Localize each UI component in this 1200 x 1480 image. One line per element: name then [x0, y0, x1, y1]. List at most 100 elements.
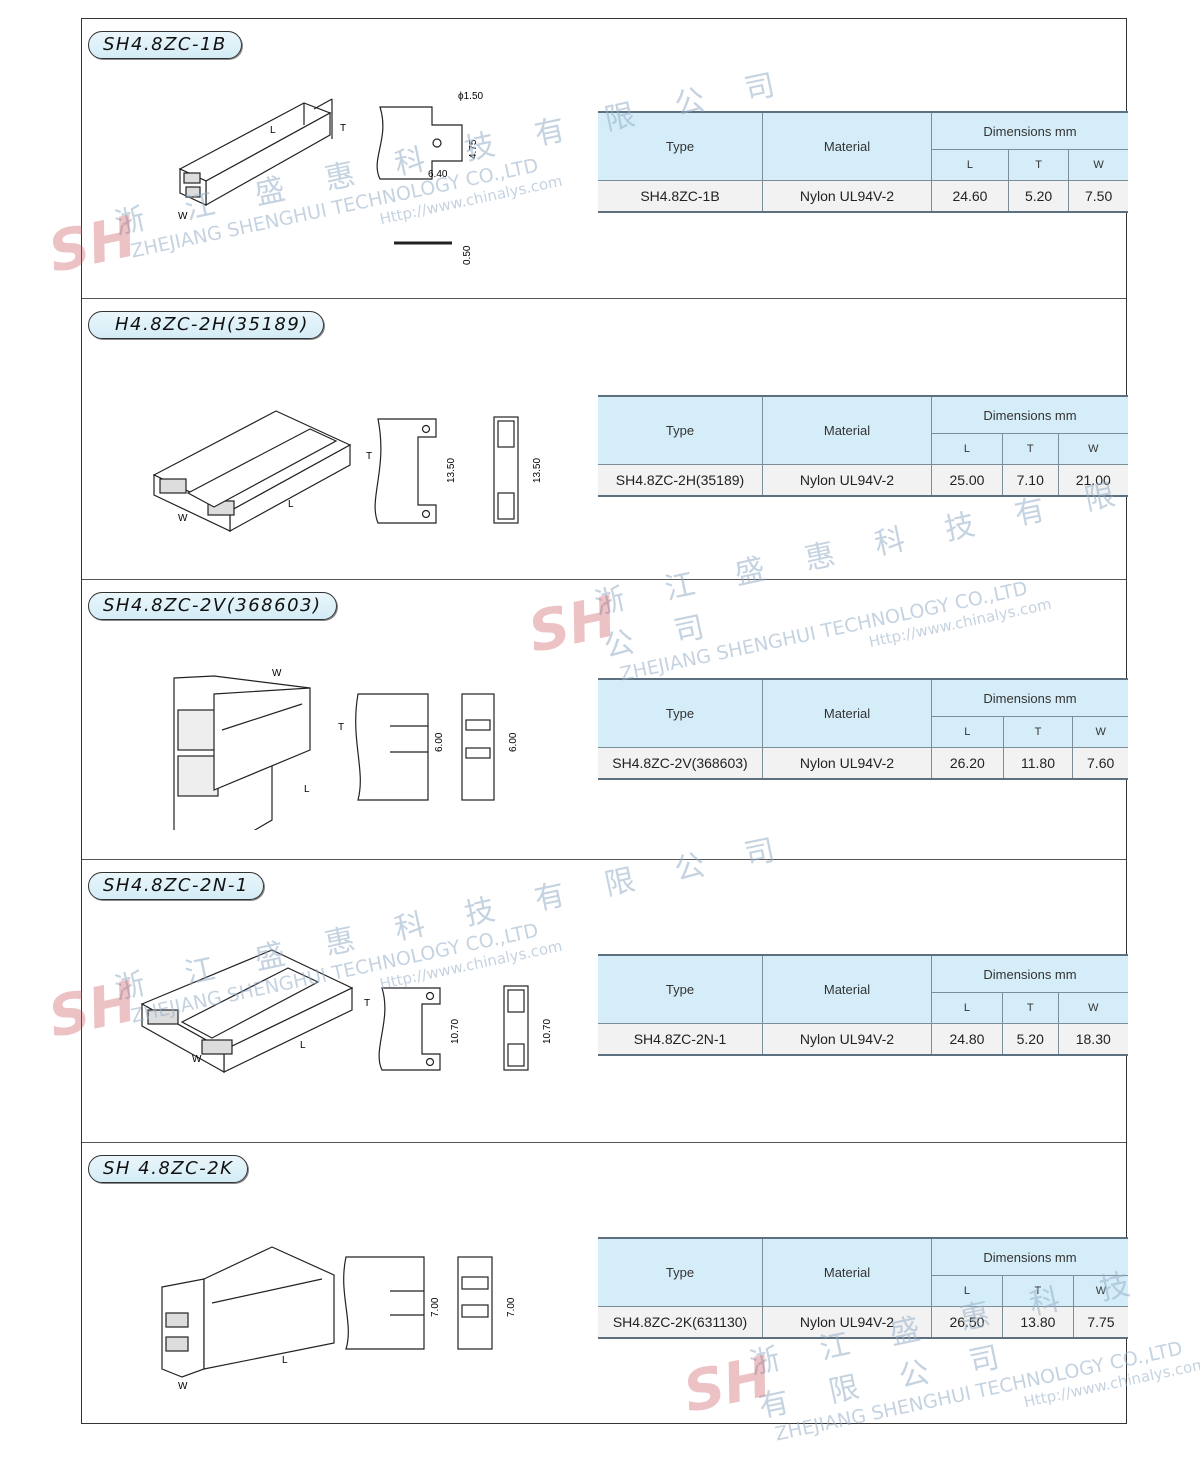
dim-label-l: L — [288, 499, 294, 510]
col-dimensions: Dimensions mm — [931, 955, 1128, 993]
cell-l: 26.50 — [931, 1306, 1003, 1339]
product-section-5: SH 4.8ZC-2K T L W 7.00 7.00 — [82, 1143, 1128, 1423]
cell-type: SH4.8ZC-2V(368603) — [598, 747, 763, 780]
col-l: L — [931, 1275, 1003, 1307]
col-l: L — [931, 992, 1003, 1024]
spec-table: Type Material Dimensions mm L T W SH4.8Z… — [598, 1237, 1128, 1339]
cell-t: 13.80 — [1002, 1306, 1074, 1339]
col-w: W — [1068, 149, 1128, 181]
cell-t: 5.20 — [1008, 180, 1070, 213]
spec-table: Type Material Dimensions mm L T W SH4.8Z… — [598, 678, 1128, 780]
cell-t: 7.10 — [1002, 464, 1059, 497]
product-section-2: H4.8ZC-2H(35189) W L T 13.50 13.50 — [82, 299, 1128, 580]
connector-isometric — [173, 675, 311, 830]
cell-type: SH4.8ZC-2N-1 — [598, 1023, 763, 1056]
col-w: W — [1072, 716, 1128, 748]
cell-t: 11.80 — [1003, 747, 1074, 780]
dim-label-t: T — [340, 123, 346, 134]
technical-drawing: W L T 10.70 10.70 — [140, 949, 553, 1074]
cell-w: 21.00 — [1058, 464, 1128, 497]
table-row: SH4.8ZC-2N-1 Nylon UL94V-2 24.80 5.20 18… — [598, 1023, 1128, 1056]
table-row: SH4.8ZC-2K(631130) Nylon UL94V-2 26.50 1… — [598, 1306, 1128, 1339]
dim-pitch: 10.70 — [450, 1019, 461, 1044]
col-t: T — [1008, 149, 1070, 181]
col-material: Material — [762, 112, 932, 181]
dim-label-l: L — [270, 125, 276, 136]
dim-label-t: T — [366, 451, 372, 462]
col-type: Type — [598, 396, 763, 465]
dim-label-w: W — [178, 1381, 188, 1392]
product-section-3: SH4.8ZC-2V(368603) W T L 6.00 6.00 — [82, 580, 1128, 860]
connector-isometric — [178, 98, 333, 207]
col-material: Material — [762, 396, 932, 465]
cell-material: Nylon UL94V-2 — [762, 180, 932, 213]
col-w: W — [1073, 1275, 1128, 1307]
dim-hole: ϕ1.50 — [458, 91, 484, 102]
product-section-4: SH4.8ZC-2N-1 W L T 10.70 10.70 — [82, 860, 1128, 1143]
technical-drawing: T L W 7.00 7.00 — [161, 1246, 517, 1392]
col-w: W — [1058, 433, 1128, 465]
dim-label-w: W — [178, 211, 188, 222]
connector-isometric — [161, 1246, 335, 1378]
cell-type: SH4.8ZC-1B — [598, 180, 763, 213]
terminal-plan-view — [374, 416, 519, 524]
col-dimensions: Dimensions mm — [931, 1238, 1128, 1276]
cell-material: Nylon UL94V-2 — [762, 464, 932, 497]
cell-material: Nylon UL94V-2 — [762, 747, 932, 780]
col-type: Type — [598, 955, 763, 1024]
col-dimensions: Dimensions mm — [931, 396, 1128, 434]
dim-label-l: L — [304, 784, 310, 795]
product-title: SH 4.8ZC-2K — [88, 1155, 249, 1183]
col-l: L — [931, 716, 1004, 748]
spec-table: Type Material Dimensions mm L T W SH4.8Z… — [598, 111, 1128, 213]
spec-table: Type Material Dimensions mm L T W SH4.8Z… — [598, 954, 1128, 1056]
cell-material: Nylon UL94V-2 — [762, 1306, 932, 1339]
dim-label-t: T — [338, 722, 344, 733]
col-l: L — [931, 149, 1009, 181]
dim-pitch: 7.00 — [430, 1297, 441, 1317]
col-t: T — [1002, 433, 1059, 465]
col-material: Material — [762, 955, 932, 1024]
dim-label-w: W — [178, 513, 188, 524]
dim-label-t: T — [364, 998, 370, 1009]
dim-pitch-2: 6.00 — [508, 732, 519, 752]
cell-w: 7.60 — [1072, 747, 1128, 780]
col-w: W — [1058, 992, 1128, 1024]
spec-table: Type Material Dimensions mm L T W SH4.8Z… — [598, 395, 1128, 497]
col-type: Type — [598, 1238, 763, 1307]
col-dimensions: Dimensions mm — [931, 679, 1128, 717]
cell-w: 18.30 — [1058, 1023, 1128, 1056]
col-t: T — [1002, 992, 1059, 1024]
terminal-side-view — [343, 1256, 493, 1350]
terminal-side-view — [355, 693, 495, 801]
connector-isometric — [152, 410, 352, 533]
terminal-plan-view — [376, 106, 463, 245]
col-t: T — [1003, 716, 1074, 748]
dim-pitch-2: 13.50 — [532, 458, 543, 483]
dim-label-l: L — [300, 1040, 306, 1051]
col-dimensions: Dimensions mm — [931, 112, 1128, 150]
cell-type: SH4.8ZC-2H(35189) — [598, 464, 763, 497]
product-title: SH4.8ZC-2V(368603) — [88, 592, 337, 620]
product-title: SH4.8ZC-2N-1 — [88, 872, 264, 900]
dim-label-l: L — [282, 1355, 288, 1366]
cell-material: Nylon UL94V-2 — [762, 1023, 932, 1056]
technical-drawing: L T W ϕ1.50 4.75 6.40 0.50 — [178, 91, 484, 265]
col-type: Type — [598, 112, 763, 181]
col-type: Type — [598, 679, 763, 748]
table-row: SH4.8ZC-2V(368603) Nylon UL94V-2 26.20 1… — [598, 747, 1128, 780]
connector-isometric — [140, 949, 354, 1074]
table-row: SH4.8ZC-1B Nylon UL94V-2 24.60 5.20 7.50 — [598, 180, 1128, 213]
col-t: T — [1002, 1275, 1074, 1307]
dim-width: 6.40 — [428, 169, 448, 180]
cell-type: SH4.8ZC-2K(631130) — [598, 1306, 763, 1339]
dim-label-w: W — [272, 668, 282, 679]
cell-l: 25.00 — [931, 464, 1003, 497]
product-section-1: SH4.8ZC-1B L T W ϕ1.50 4.75 — [82, 19, 1128, 299]
cell-l: 24.80 — [931, 1023, 1003, 1056]
catalog-frame: SH4.8ZC-1B L T W ϕ1.50 4.75 — [81, 18, 1128, 1424]
dim-pitch: 6.00 — [434, 732, 445, 752]
product-title: H4.8ZC-2H(35189) — [88, 311, 324, 339]
dim-pitch-2: 10.70 — [542, 1019, 553, 1044]
dim-thickness: 0.50 — [462, 245, 473, 265]
